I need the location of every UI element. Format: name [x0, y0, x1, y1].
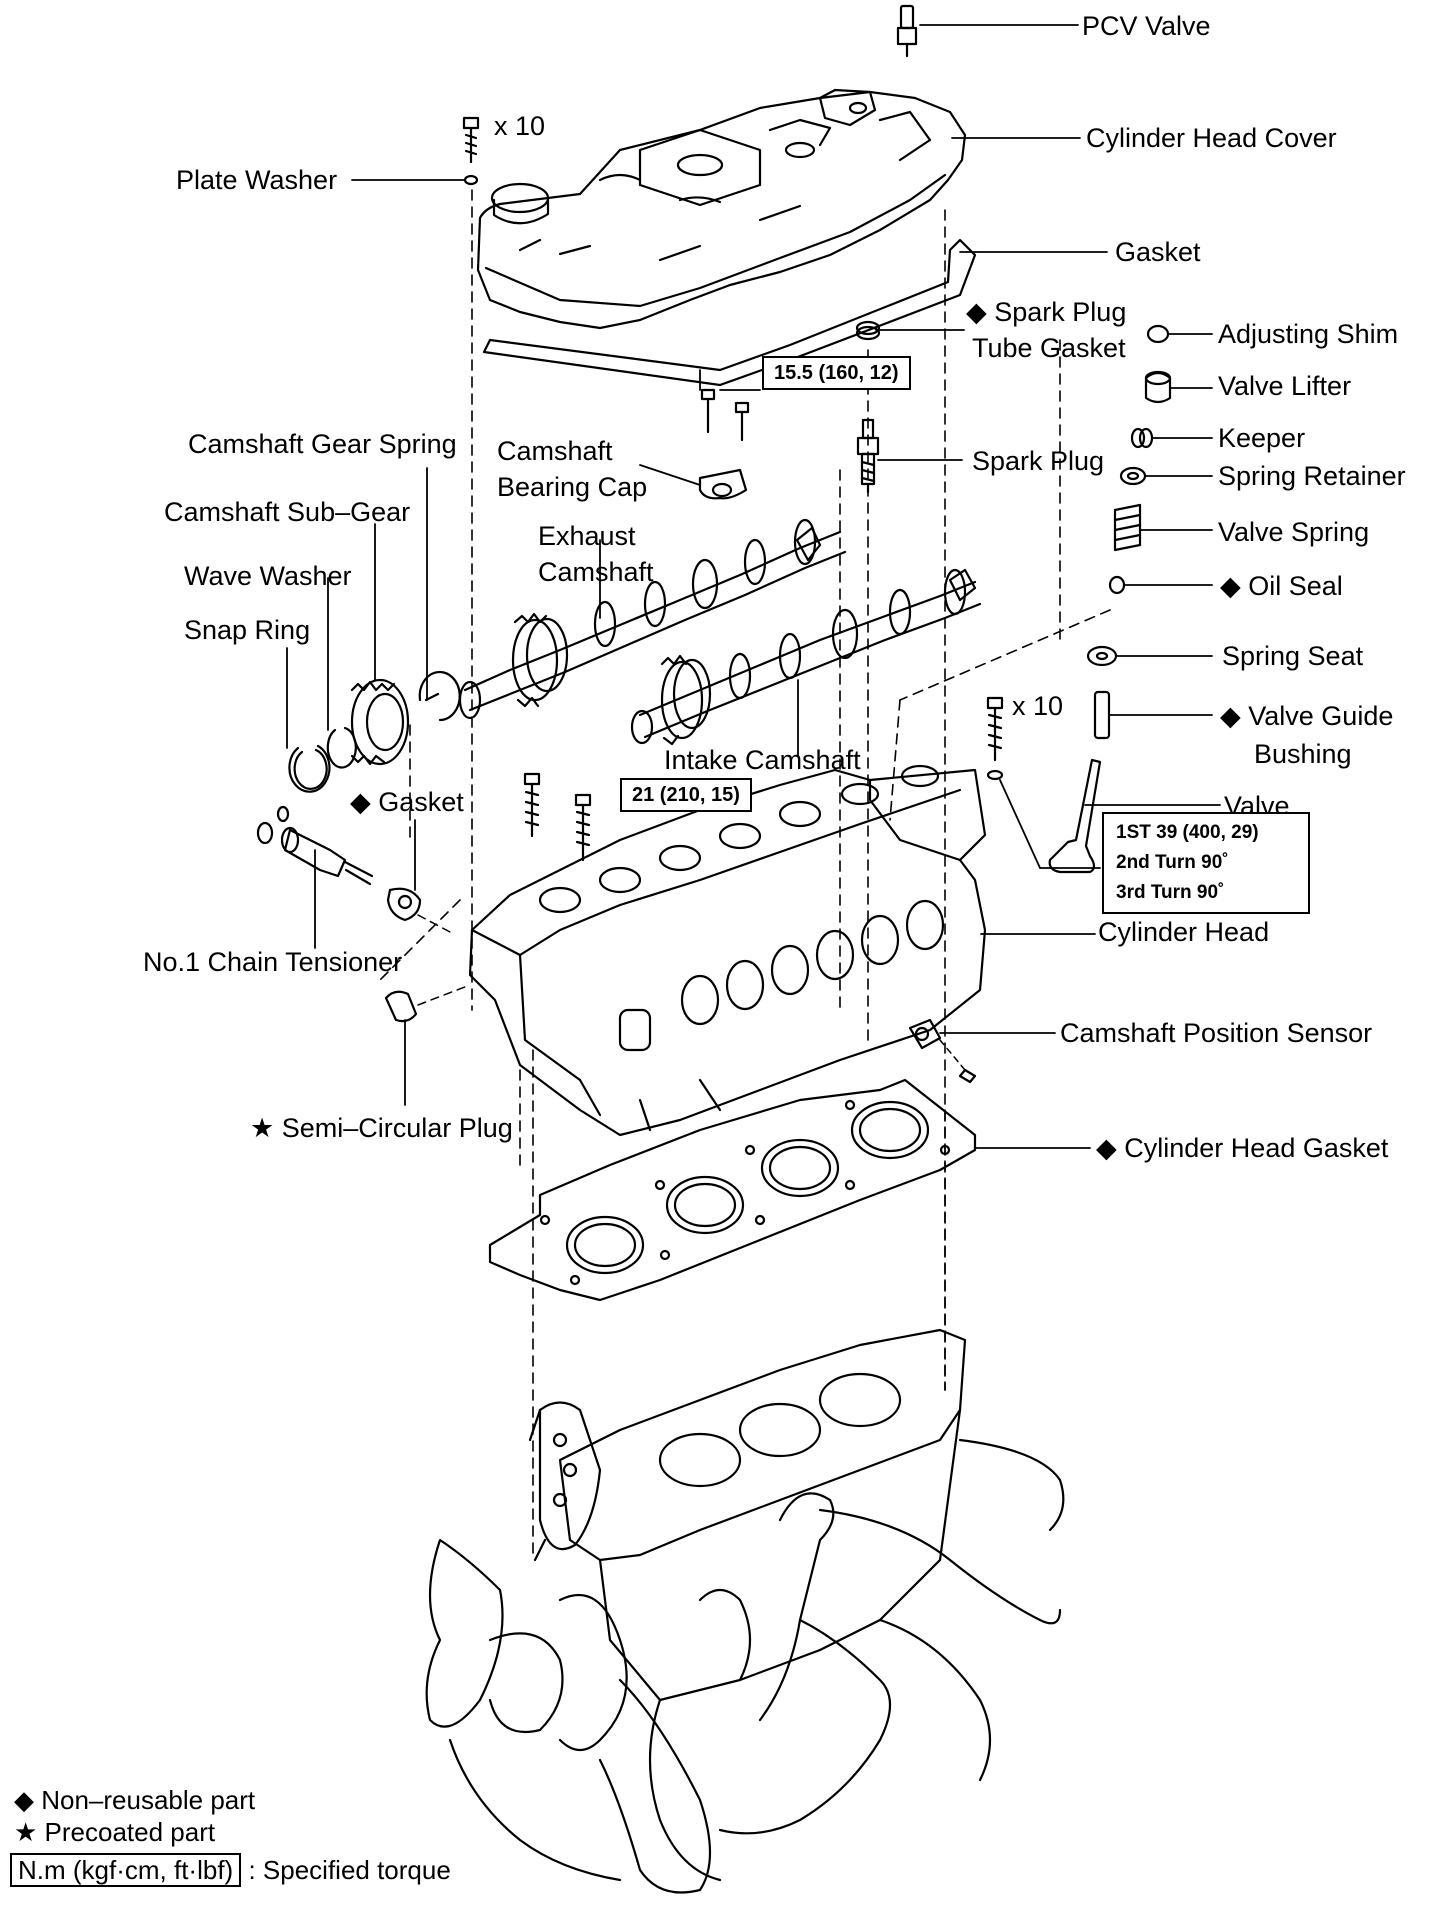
chain-tensioner-drawing	[256, 805, 451, 933]
label-spring-retainer: Spring Retainer	[1218, 461, 1406, 491]
bearing-cap-drawing	[698, 388, 750, 500]
pcv-valve-drawing	[896, 4, 918, 58]
label-spring-seat: Spring Seat	[1222, 641, 1364, 671]
legend-precoated: ★ Precoated part	[14, 1817, 216, 1847]
label-wave-washer: Wave Washer	[184, 561, 352, 591]
label-spark-plug-tube-gasket-2: Tube Gasket	[972, 333, 1126, 363]
label-spark-plug-tube-gasket-1: ◆ Spark Plug	[966, 297, 1127, 327]
exhaust-camshaft-drawing	[458, 518, 847, 720]
label-camshaft-sub-gear: Camshaft Sub–Gear	[164, 497, 411, 527]
head-bolt-left-drawing	[523, 772, 592, 862]
engine-block-drawing	[425, 1328, 1065, 1894]
torque-head-bolt-sequence: 1ST 39 (400, 29) 2nd Turn 90˚ 3rd Turn 9…	[1102, 812, 1310, 914]
label-camshaft-gear-spring: Camshaft Gear Spring	[188, 429, 457, 459]
label-exhaust-camshaft-1: Exhaust	[538, 521, 636, 551]
valve-train-drawing	[1048, 324, 1172, 874]
label-bolt-qty-top: x 10	[494, 111, 546, 141]
label-valve-lifter: Valve Lifter	[1218, 371, 1352, 401]
leader-lines	[286, 24, 1221, 1149]
label-camshaft-bearing-cap-1: Camshaft	[497, 436, 613, 466]
label-cylinder-head: Cylinder Head	[1098, 917, 1270, 947]
head-bolt-right-drawing	[986, 696, 1004, 781]
label-camshaft-position-sensor: Camshaft Position Sensor	[1060, 1018, 1373, 1048]
label-no1-chain-tensioner: No.1 Chain Tensioner	[143, 947, 403, 977]
label-exhaust-camshaft-2: Camshaft	[538, 557, 654, 587]
spark-plug-tube-gasket-drawing	[855, 320, 881, 341]
spark-plug-drawing	[856, 418, 880, 494]
torque-bearing-cap: 15.5 (160, 12)	[762, 356, 911, 390]
label-keeper: Keeper	[1218, 423, 1306, 453]
label-semi-circular-plug: ★ Semi–Circular Plug	[250, 1113, 513, 1143]
label-plate-washer: Plate Washer	[176, 165, 338, 195]
torque-head-bolt-2nd: 2nd Turn 90˚	[1116, 852, 1229, 873]
label-gasket-cover: Gasket	[1115, 237, 1201, 267]
cylinder-head-drawing	[468, 764, 987, 1137]
alignment-lines	[379, 189, 1111, 1561]
label-bolt-qty-head: x 10	[1012, 691, 1064, 721]
label-pcv-valve: PCV Valve	[1082, 11, 1211, 41]
label-spark-plug: Spark Plug	[972, 446, 1105, 476]
label-adjusting-shim: Adjusting Shim	[1218, 319, 1399, 349]
head-valve-pockets	[538, 764, 940, 914]
camshaft-position-sensor-drawing	[908, 1018, 977, 1084]
label-cylinder-head-gasket: ◆ Cylinder Head Gasket	[1096, 1133, 1389, 1163]
legend-torque: N.m (kgf·cm, ft·lbf) : Specified torque	[10, 1853, 451, 1887]
cylinder-head-cover-drawing	[476, 88, 967, 330]
label-oil-seal: ◆ Oil Seal	[1220, 571, 1343, 601]
legend-non-reusable: ◆ Non–reusable part	[14, 1785, 256, 1815]
torque-head-bolt-small: 21 (210, 15)	[620, 778, 752, 812]
semi-circular-plug-drawing	[384, 984, 471, 1023]
label-camshaft-bearing-cap-2: Bearing Cap	[497, 472, 648, 502]
torque-head-bolt-1st: 1ST 39 (400, 29)	[1116, 822, 1259, 843]
intake-camshaft-drawing	[630, 568, 982, 746]
head-ports	[680, 899, 945, 1026]
label-valve-guide-bushing-1: ◆ Valve Guide	[1220, 701, 1394, 731]
label-snap-ring: Snap Ring	[184, 615, 311, 645]
label-cylinder-head-cover: Cylinder Head Cover	[1086, 123, 1337, 153]
label-valve-guide-bushing-2: Bushing	[1254, 739, 1352, 769]
label-valve-spring: Valve Spring	[1218, 517, 1370, 547]
camshaft-gear-parts-drawing	[288, 670, 461, 793]
legend-torque-desc: : Specified torque	[248, 1855, 451, 1885]
cylinder-head-gasket-drawing	[488, 1078, 977, 1302]
label-gasket-tensioner: ◆ Gasket	[350, 787, 464, 817]
torque-head-bolt-3rd: 3rd Turn 90˚	[1116, 882, 1225, 903]
label-intake-camshaft: Intake Camshaft	[664, 745, 861, 775]
legend-torque-unit: N.m (kgf·cm, ft·lbf)	[10, 1853, 242, 1887]
cover-bolt-drawing	[462, 116, 480, 186]
